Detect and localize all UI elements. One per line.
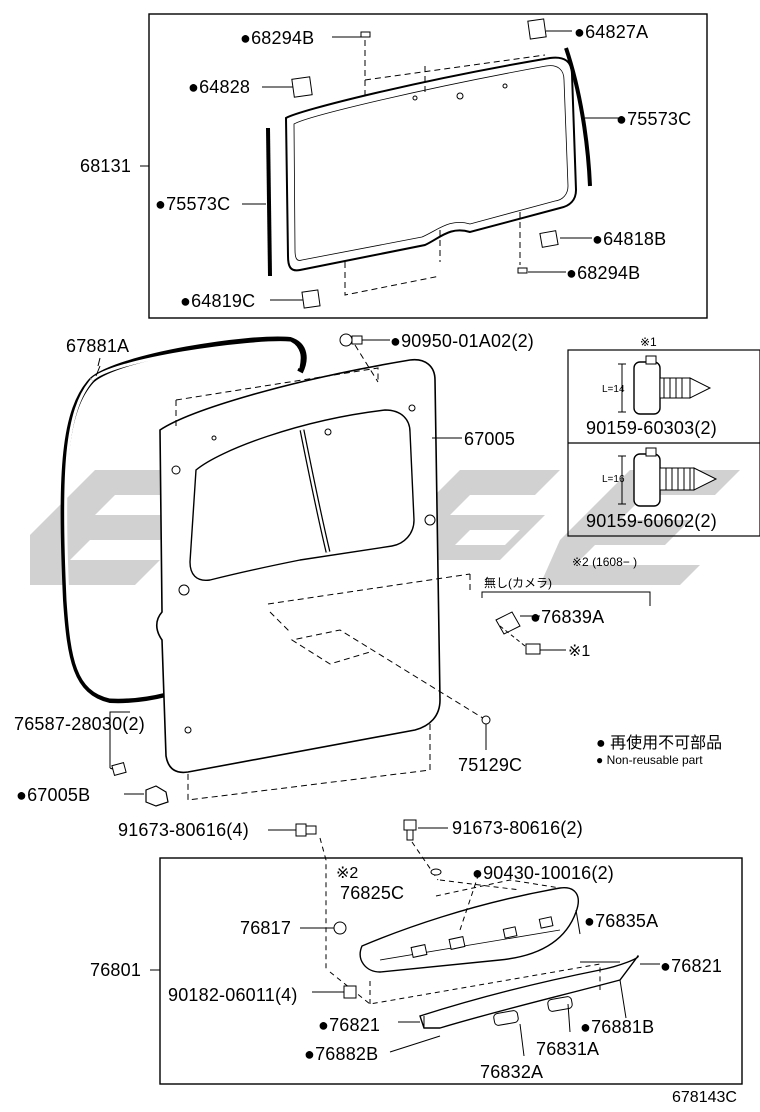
clip-90950 xyxy=(339,333,353,347)
label-91673-right: 91673-80616(2) xyxy=(452,818,583,838)
note-mark2: ※2 xyxy=(336,865,358,882)
moulding-left xyxy=(266,127,272,277)
label-76821-left: ●76821 xyxy=(318,1015,380,1035)
clip-90182 xyxy=(343,985,357,999)
moulding-right xyxy=(564,47,592,187)
lamp-76832a xyxy=(493,1010,519,1026)
bracket-76839a xyxy=(495,611,521,635)
garnish-frame-box xyxy=(159,857,743,1085)
detail-lower-len: L=16 xyxy=(602,474,625,485)
nut-bolt-lower xyxy=(618,447,718,507)
label-76801: 76801 xyxy=(90,960,141,980)
nut-bolt-upper xyxy=(618,355,712,415)
emblem-75129c xyxy=(481,715,491,725)
door-window-opening xyxy=(189,409,415,581)
label-90182: 90182-06011(4) xyxy=(168,985,298,1005)
label-76587: 76587-28030(2) xyxy=(14,714,145,734)
detail-box-mark: ※1 xyxy=(640,335,657,349)
camera-bracket-line xyxy=(481,591,651,606)
label-76839a: ●76839A xyxy=(530,607,604,627)
lamp-76831a xyxy=(547,996,573,1012)
label-67881a: 67881A xyxy=(66,336,129,356)
spacer-68294b-bottom xyxy=(517,267,528,274)
screw-76817 xyxy=(333,921,347,935)
washer-90430 xyxy=(430,868,442,876)
label-76835a: ●76835A xyxy=(584,911,658,931)
label-76821-right: ●76821 xyxy=(660,956,722,976)
label-64818b: ●64818B xyxy=(592,229,666,249)
label-76839a-mark: ※1 xyxy=(568,643,590,660)
label-68131: 68131 xyxy=(80,156,131,176)
label-91673-left: 91673-80616(4) xyxy=(118,820,249,840)
label-76817: 76817 xyxy=(240,918,291,938)
label-76825c: 76825C xyxy=(340,883,404,903)
label-76832a: 76832A xyxy=(480,1062,543,1082)
label-67005: 67005 xyxy=(464,429,515,449)
back-glass-inner xyxy=(293,65,569,261)
screw-76839a xyxy=(525,643,541,655)
diagram-code: 678143C xyxy=(672,1089,737,1106)
detail-upper-len: L=14 xyxy=(602,384,625,395)
label-76881b: ●76881B xyxy=(580,1017,654,1037)
note-camera-none: 無し(カメラ) xyxy=(484,575,552,590)
pad-64818b xyxy=(539,230,559,248)
pad-64819c xyxy=(301,289,321,309)
back-glass xyxy=(284,56,578,272)
label-64828: ●64828 xyxy=(188,77,250,97)
legend-en: ● Non-reusable part xyxy=(596,753,703,767)
label-75573c-right: ●75573C xyxy=(616,109,691,129)
label-90430: ●90430-10016(2) xyxy=(472,863,614,883)
garnish-lower-strip xyxy=(419,954,639,1029)
spacer-68294b-top xyxy=(360,31,371,38)
detail-lower-part: 90159-60602(2) xyxy=(586,511,717,531)
detail-box xyxy=(567,349,760,537)
bumper-67005b xyxy=(145,785,169,807)
note-mark2-range: ※2 (1608− ) xyxy=(572,555,637,569)
glass-guides xyxy=(344,40,546,296)
label-75573c-left: ●75573C xyxy=(155,194,230,214)
label-68294b-top: ●68294B xyxy=(240,28,314,48)
label-75129c: 75129C xyxy=(458,755,522,775)
label-76882b: ●76882B xyxy=(304,1044,378,1064)
weatherstrip-side xyxy=(60,377,167,704)
garnish-leaders xyxy=(150,909,660,1057)
glass-leaders xyxy=(140,30,620,301)
label-64827a: ●64827A xyxy=(574,22,648,42)
pad-64827a xyxy=(527,18,547,40)
label-64819c: ●64819C xyxy=(180,291,255,311)
door-guides xyxy=(175,344,487,801)
detail-upper-part: 90159-60303(2) xyxy=(586,418,717,438)
cushion-76587 xyxy=(111,762,127,776)
door-panel-group xyxy=(60,333,651,807)
garnish-group xyxy=(150,868,660,1057)
glass-group xyxy=(140,13,708,319)
label-76831a: 76831A xyxy=(536,1039,599,1059)
label-67005b: ●67005B xyxy=(16,785,90,805)
label-90950: ●90950-01A02(2) xyxy=(390,331,534,351)
pad-64828 xyxy=(291,76,313,98)
legend-jp: ● 再使用不可部品 xyxy=(596,734,722,752)
label-68294b-bottom: ●68294B xyxy=(566,263,640,283)
